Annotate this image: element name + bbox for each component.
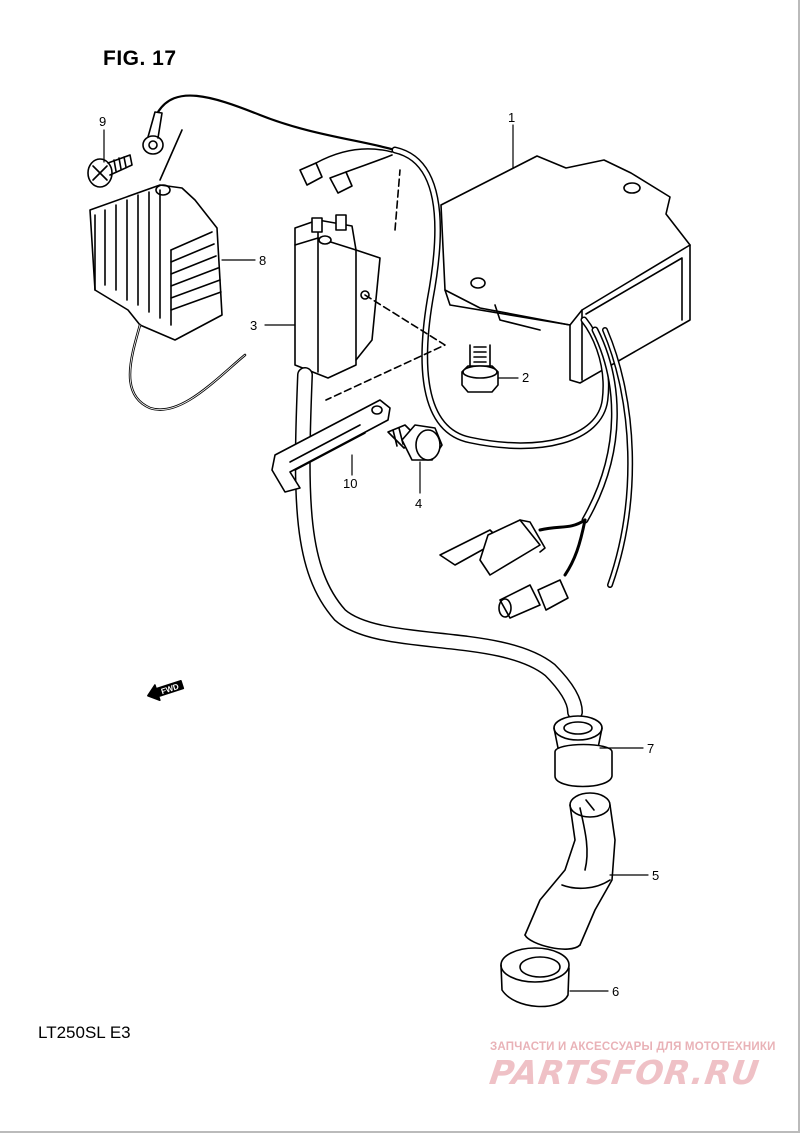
bolt-4-drawing: [387, 424, 443, 461]
callout-10: 10: [343, 476, 357, 491]
bracket-drawing: [271, 399, 391, 493]
watermark-subtitle: ЗАПЧАСТИ И АКСЕССУАРЫ ДЛЯ МОТОТЕХНИКИ: [490, 1041, 776, 1053]
screw-drawing: [87, 94, 397, 188]
regulator-rectifier-drawing: [89, 184, 247, 411]
fwd-label: FWD: [160, 682, 180, 696]
callout-1: 1: [508, 110, 515, 125]
callout-leaders: [103, 124, 649, 992]
callout-6: 6: [612, 984, 619, 999]
wire-harness-drawing: [391, 146, 634, 619]
callout-7: 7: [647, 741, 654, 756]
callout-9: 9: [99, 114, 106, 129]
leader-dashed: [325, 294, 446, 401]
callout-numbers: 1 2 3 4 5 6 7 8 9 10: [99, 110, 659, 999]
bolt-2-drawing: [461, 344, 499, 393]
seal-drawing: [553, 715, 613, 788]
model-code-label: LT250SL E3: [38, 1023, 131, 1042]
cap-cover-drawing: [500, 947, 570, 1008]
ignitor-unit-drawing: [440, 155, 691, 384]
callout-4: 4: [415, 496, 422, 511]
leader-dashed: [394, 169, 401, 231]
callout-5: 5: [652, 868, 659, 883]
callout-8: 8: [259, 253, 266, 268]
figure-title: FIG. 17: [103, 47, 177, 70]
callout-2: 2: [522, 370, 529, 385]
spark-plug-cap-drawing: [524, 792, 616, 950]
callout-3: 3: [250, 318, 257, 333]
fwd-arrow-icon: FWD: [147, 679, 185, 702]
watermark-logo: PARTSFOR.RU: [487, 1053, 763, 1092]
ignition-coil-drawing: [294, 148, 583, 720]
